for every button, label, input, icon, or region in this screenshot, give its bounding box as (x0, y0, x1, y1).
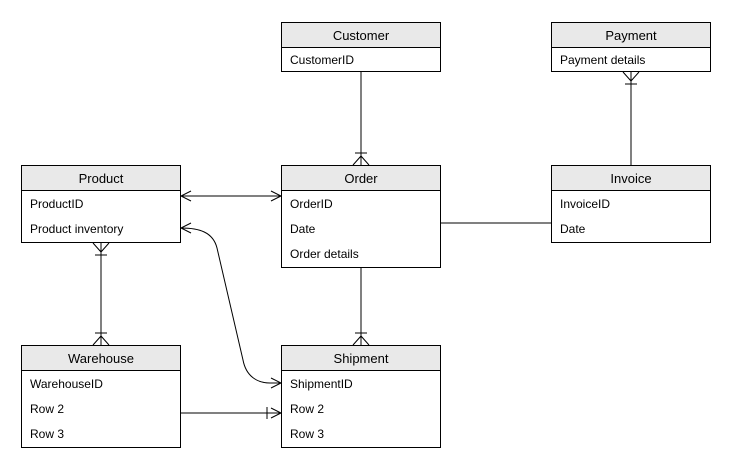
entity-invoice-row-invoiceid[interactable]: InvoiceID (560, 196, 611, 211)
crowsfoot-one-to-many-product-end (92, 242, 110, 256)
crowsfoot-one-to-many-payment-end (622, 71, 640, 85)
crowsfoot-one-to-many-shipment-end (352, 332, 370, 346)
entity-warehouse-row-2[interactable]: Row 2 (30, 401, 65, 416)
entity-payment[interactable]: Payment Payment details (551, 22, 711, 72)
open-arrow-order-end (270, 190, 283, 202)
open-arrow-product-inventory-end (179, 222, 192, 234)
entity-product-row-productid[interactable]: ProductID (30, 196, 84, 211)
open-arrow-product-end (179, 190, 192, 202)
entity-shipment[interactable]: Shipment ShipmentID Row 2 Row 3 (281, 345, 441, 448)
entity-order-row-date[interactable]: Date (290, 221, 316, 236)
entity-warehouse[interactable]: Warehouse WarehouseID Row 2 Row 3 (21, 345, 181, 448)
entity-customer-title[interactable]: Customer (282, 23, 440, 48)
entity-product-row-inventory[interactable]: Product inventory (30, 222, 124, 237)
entity-shipment-row-shipmentid[interactable]: ShipmentID (290, 376, 353, 391)
entity-warehouse-row-warehouseid[interactable]: WarehouseID (30, 376, 103, 391)
entity-order-row-orderid[interactable]: OrderID (290, 196, 333, 211)
entity-invoice[interactable]: Invoice InvoiceID Date (551, 165, 711, 243)
open-arrow-shipment-end (270, 377, 283, 389)
entity-product-title[interactable]: Product (22, 166, 180, 191)
entity-shipment-row-3[interactable]: Row 3 (290, 427, 325, 442)
entity-order[interactable]: Order OrderID Date Order details (281, 165, 441, 268)
entity-payment-title[interactable]: Payment (552, 23, 710, 48)
entity-order-title[interactable]: Order (282, 166, 440, 191)
open-arrow-one-tick-shipment-end (266, 407, 283, 419)
entity-shipment-title[interactable]: Shipment (282, 346, 440, 371)
edge-product-shipment[interactable] (180, 227, 281, 384)
entity-order-row-details[interactable]: Order details (290, 247, 359, 262)
entity-invoice-title[interactable]: Invoice (552, 166, 710, 191)
entity-product[interactable]: Product ProductID Product inventory (21, 165, 181, 243)
entity-shipment-row-2[interactable]: Row 2 (290, 401, 325, 416)
crowsfoot-one-to-many-order-end (352, 152, 370, 166)
entity-payment-row-details[interactable]: Payment details (560, 52, 646, 67)
entity-customer[interactable]: Customer CustomerID (281, 22, 441, 72)
entity-warehouse-row-3[interactable]: Row 3 (30, 427, 65, 442)
entity-invoice-row-date[interactable]: Date (560, 222, 586, 237)
entity-customer-row-customerid[interactable]: CustomerID (290, 52, 355, 67)
entity-warehouse-title[interactable]: Warehouse (22, 346, 180, 371)
crowsfoot-one-to-many-warehouse-end (92, 332, 110, 346)
